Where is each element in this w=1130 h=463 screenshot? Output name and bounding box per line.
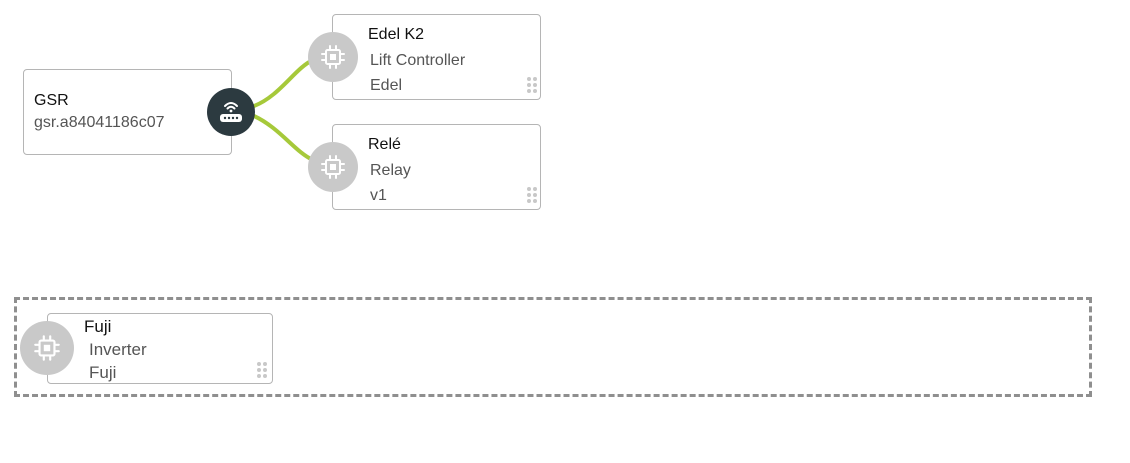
device-node-fuji[interactable]: Fuji Inverter Fuji: [47, 313, 273, 384]
device-node-edel-k2[interactable]: Edel K2 Lift Controller Edel: [332, 14, 541, 100]
unassigned-devices-dropzone[interactable]: [14, 297, 1092, 397]
device-vendor: v1: [370, 187, 387, 204]
drag-handle-icon[interactable]: [527, 77, 537, 93]
chip-icon: [308, 32, 358, 82]
device-type: Inverter: [89, 340, 147, 359]
gateway-id: gsr.a84041186c07: [34, 114, 165, 131]
device-name: Edel K2: [368, 26, 425, 43]
device-type: Relay: [370, 162, 411, 179]
gateway-name: GSR: [34, 92, 69, 109]
connection-line-rele: [252, 114, 315, 162]
device-vendor: Edel: [370, 77, 403, 94]
drag-handle-icon[interactable]: [257, 362, 267, 378]
connection-line-edel: [252, 58, 315, 108]
chip-icon: [20, 321, 74, 375]
device-type: Lift Controller: [370, 52, 466, 69]
device-name: Fuji: [84, 317, 112, 336]
device-name: Relé: [368, 136, 401, 153]
gateway-node[interactable]: GSR gsr.a84041186c07: [23, 69, 232, 155]
router-wifi-icon: [207, 88, 255, 136]
device-vendor: Fuji: [89, 363, 117, 382]
device-node-rele[interactable]: Relé Relay v1: [332, 124, 541, 210]
drag-handle-icon[interactable]: [527, 187, 537, 203]
chip-icon: [308, 142, 358, 192]
